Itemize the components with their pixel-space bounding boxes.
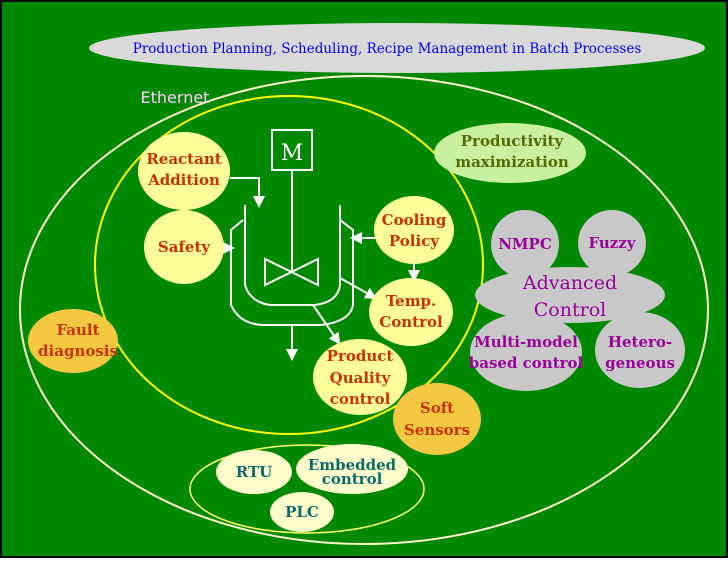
node-label: Control: [379, 313, 443, 331]
ethernet-boundary: [19, 75, 709, 545]
node-label: RTU: [236, 463, 272, 481]
node-label: Control: [534, 299, 606, 321]
node-label: PLC: [285, 503, 319, 521]
node-multi-model: Multi-model based control: [469, 313, 584, 391]
node-label: Hetero-: [608, 333, 672, 351]
node-label: Safety: [158, 238, 211, 256]
node-embedded-control: Embedded control: [296, 444, 408, 494]
node-label: control: [330, 390, 391, 408]
node-label: Quality: [330, 369, 392, 387]
ethernet-label: Ethernet: [141, 88, 210, 107]
node-label: Product: [327, 347, 394, 365]
node-label: control: [322, 470, 383, 488]
agitator-icon: [264, 257, 319, 287]
node-label: Soft: [420, 399, 454, 417]
node-heterogeneous: Hetero- geneous: [595, 312, 685, 388]
top-banner: Production Planning, Scheduling, Recipe …: [89, 23, 705, 73]
field-devices-boundary: [189, 444, 425, 534]
node-rtu: RTU: [216, 450, 292, 494]
node-label: Multi-model: [474, 333, 578, 351]
node-advanced-control: Advanced Control: [475, 267, 665, 323]
node-label: Cooling: [382, 211, 447, 229]
node-reactant-addition: Reactant Addition: [138, 132, 230, 210]
node-nmpc: NMPC: [491, 210, 559, 278]
node-product-quality: Product Quality control: [313, 339, 407, 415]
node-label: Policy: [389, 232, 440, 250]
node-label: Addition: [147, 171, 220, 189]
node-label: Fault: [56, 321, 99, 339]
node-label: geneous: [605, 354, 675, 372]
node-label: based control: [469, 354, 584, 372]
node-label: Temp.: [386, 292, 437, 310]
banner-text: Production Planning, Scheduling, Recipe …: [133, 41, 642, 57]
node-label: Reactant: [146, 150, 221, 168]
node-label: Productivity: [461, 132, 565, 150]
node-productivity: Productivity maximization: [434, 123, 586, 183]
node-plc: PLC: [270, 492, 334, 532]
node-safety: Safety: [144, 210, 224, 284]
node-label: Embedded: [308, 456, 397, 474]
node-label: Sensors: [404, 421, 470, 439]
motor-label: M: [281, 141, 304, 166]
node-label: diagnosis: [38, 342, 118, 360]
node-fault-diagnosis: Fault diagnosis: [28, 309, 118, 373]
node-cooling-policy: Cooling Policy: [374, 196, 454, 264]
node-temp-control: Temp. Control: [369, 278, 453, 346]
node-fuzzy: Fuzzy: [578, 210, 646, 276]
node-label: NMPC: [498, 235, 552, 253]
reactor-vessel: [218, 129, 420, 361]
node-label: Advanced: [522, 272, 617, 294]
node-label: maximization: [455, 153, 569, 171]
node-soft-sensors: Soft Sensors: [393, 383, 481, 455]
reactor-boundary: [94, 95, 484, 435]
node-label: Fuzzy: [588, 234, 636, 252]
